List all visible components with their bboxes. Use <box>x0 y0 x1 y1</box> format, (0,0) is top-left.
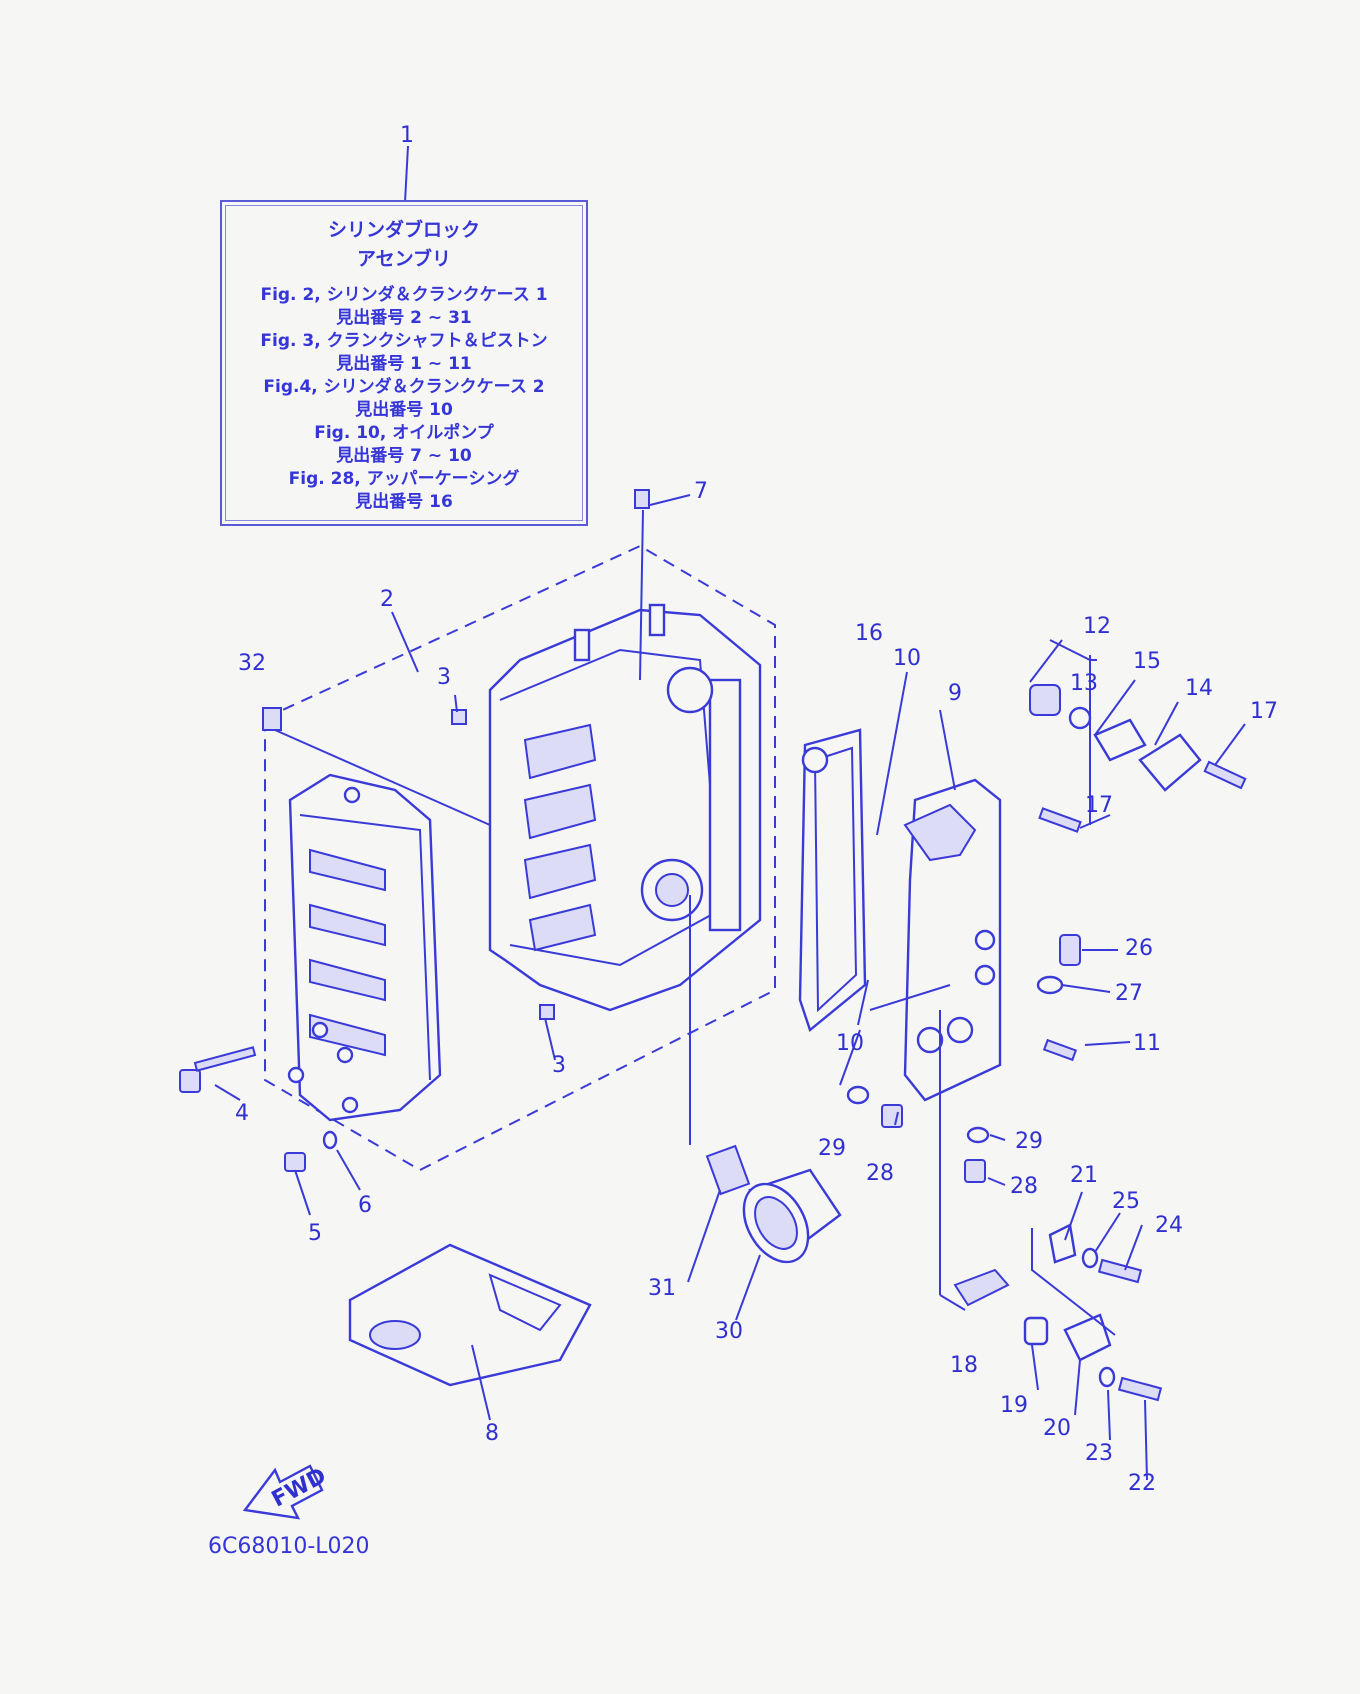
ref-range-4: 見出番号 10 <box>355 400 453 420</box>
callout-29b: 29 <box>1015 1129 1043 1154</box>
fitting-31-part <box>705 1144 751 1196</box>
assembly-info-box: シリンダブロック アセンブリ Fig. 2, シリンダ＆クランクケース 1 見出… <box>220 200 588 526</box>
callout-17: 17 <box>1250 699 1278 724</box>
gasket-16-part <box>798 728 867 1033</box>
callout-19: 19 <box>1000 1393 1028 1418</box>
crankcase-part <box>287 773 442 1122</box>
diagram-code: 6C68010-L020 <box>208 1534 370 1559</box>
callout-32: 32 <box>238 651 266 676</box>
cover-9-part <box>903 778 1002 1102</box>
gasket-8-part <box>348 1243 592 1387</box>
assembly-dashed-outline <box>264 544 776 1172</box>
callout-11: 11 <box>1133 1031 1161 1056</box>
oil-filter-30-part <box>742 1168 842 1264</box>
ref-range-3: 見出番号 1 ~ 11 <box>336 354 472 374</box>
callout-31: 31 <box>648 1276 676 1301</box>
callout-24: 24 <box>1155 1213 1183 1238</box>
callout-labels: 1 2 3 3 4 5 6 7 8 9 10 10 11 12 13 14 15… <box>235 123 1278 1496</box>
callout-29: 29 <box>818 1136 846 1161</box>
callout-15: 15 <box>1133 649 1161 674</box>
callout-17b: 17 <box>1085 793 1113 818</box>
ref-fig-3[interactable]: Fig. 3, クランクシャフト＆ピストン <box>260 331 548 351</box>
callout-7: 7 <box>694 479 708 504</box>
callout-22: 22 <box>1128 1471 1156 1496</box>
callout-1: 1 <box>400 123 414 148</box>
callout-14: 14 <box>1185 676 1213 701</box>
callout-10: 10 <box>893 646 921 671</box>
ref-fig-28[interactable]: Fig. 28, アッパーケーシング <box>288 469 520 489</box>
callout-3b: 3 <box>552 1053 566 1078</box>
small-parts <box>179 489 1247 1402</box>
callout-5: 5 <box>308 1221 322 1246</box>
callout-6: 6 <box>358 1193 372 1218</box>
ref-fig-10[interactable]: Fig. 10, オイルポンプ <box>314 423 494 443</box>
callout-9: 9 <box>948 681 962 706</box>
callout-23: 23 <box>1085 1441 1113 1466</box>
callout-25: 25 <box>1112 1189 1140 1214</box>
callout-27: 27 <box>1115 981 1143 1006</box>
callout-18: 18 <box>950 1353 978 1378</box>
leader-lines <box>214 145 1246 1481</box>
callout-28: 28 <box>866 1161 894 1186</box>
callout-21: 21 <box>1070 1163 1098 1188</box>
info-title-line2: アセンブリ <box>356 248 452 270</box>
ref-range-10: 見出番号 7 ~ 10 <box>336 446 472 466</box>
callout-20: 20 <box>1043 1416 1071 1441</box>
callout-28b: 28 <box>1010 1174 1038 1199</box>
callout-8: 8 <box>485 1421 499 1446</box>
callout-26: 26 <box>1125 936 1153 961</box>
ref-fig-2[interactable]: Fig. 2, シリンダ＆クランクケース 1 <box>260 285 548 305</box>
ref-fig-4[interactable]: Fig.4, シリンダ＆クランクケース 2 <box>263 377 545 397</box>
cylinder-block-part <box>488 603 762 1012</box>
ref-range-2: 見出番号 2 ~ 31 <box>336 308 472 328</box>
callout-2: 2 <box>380 587 394 612</box>
callout-16: 16 <box>855 621 883 646</box>
ref-range-28: 見出番号 16 <box>355 492 453 512</box>
callout-13: 13 <box>1070 671 1098 696</box>
callout-30: 30 <box>715 1319 743 1344</box>
callout-4: 4 <box>235 1101 249 1126</box>
callout-12: 12 <box>1083 614 1111 639</box>
info-title-line1: シリンダブロック <box>327 219 480 241</box>
callout-3: 3 <box>437 665 451 690</box>
fwd-arrow-icon: FWD <box>242 1463 330 1520</box>
callout-10b: 10 <box>836 1031 864 1056</box>
